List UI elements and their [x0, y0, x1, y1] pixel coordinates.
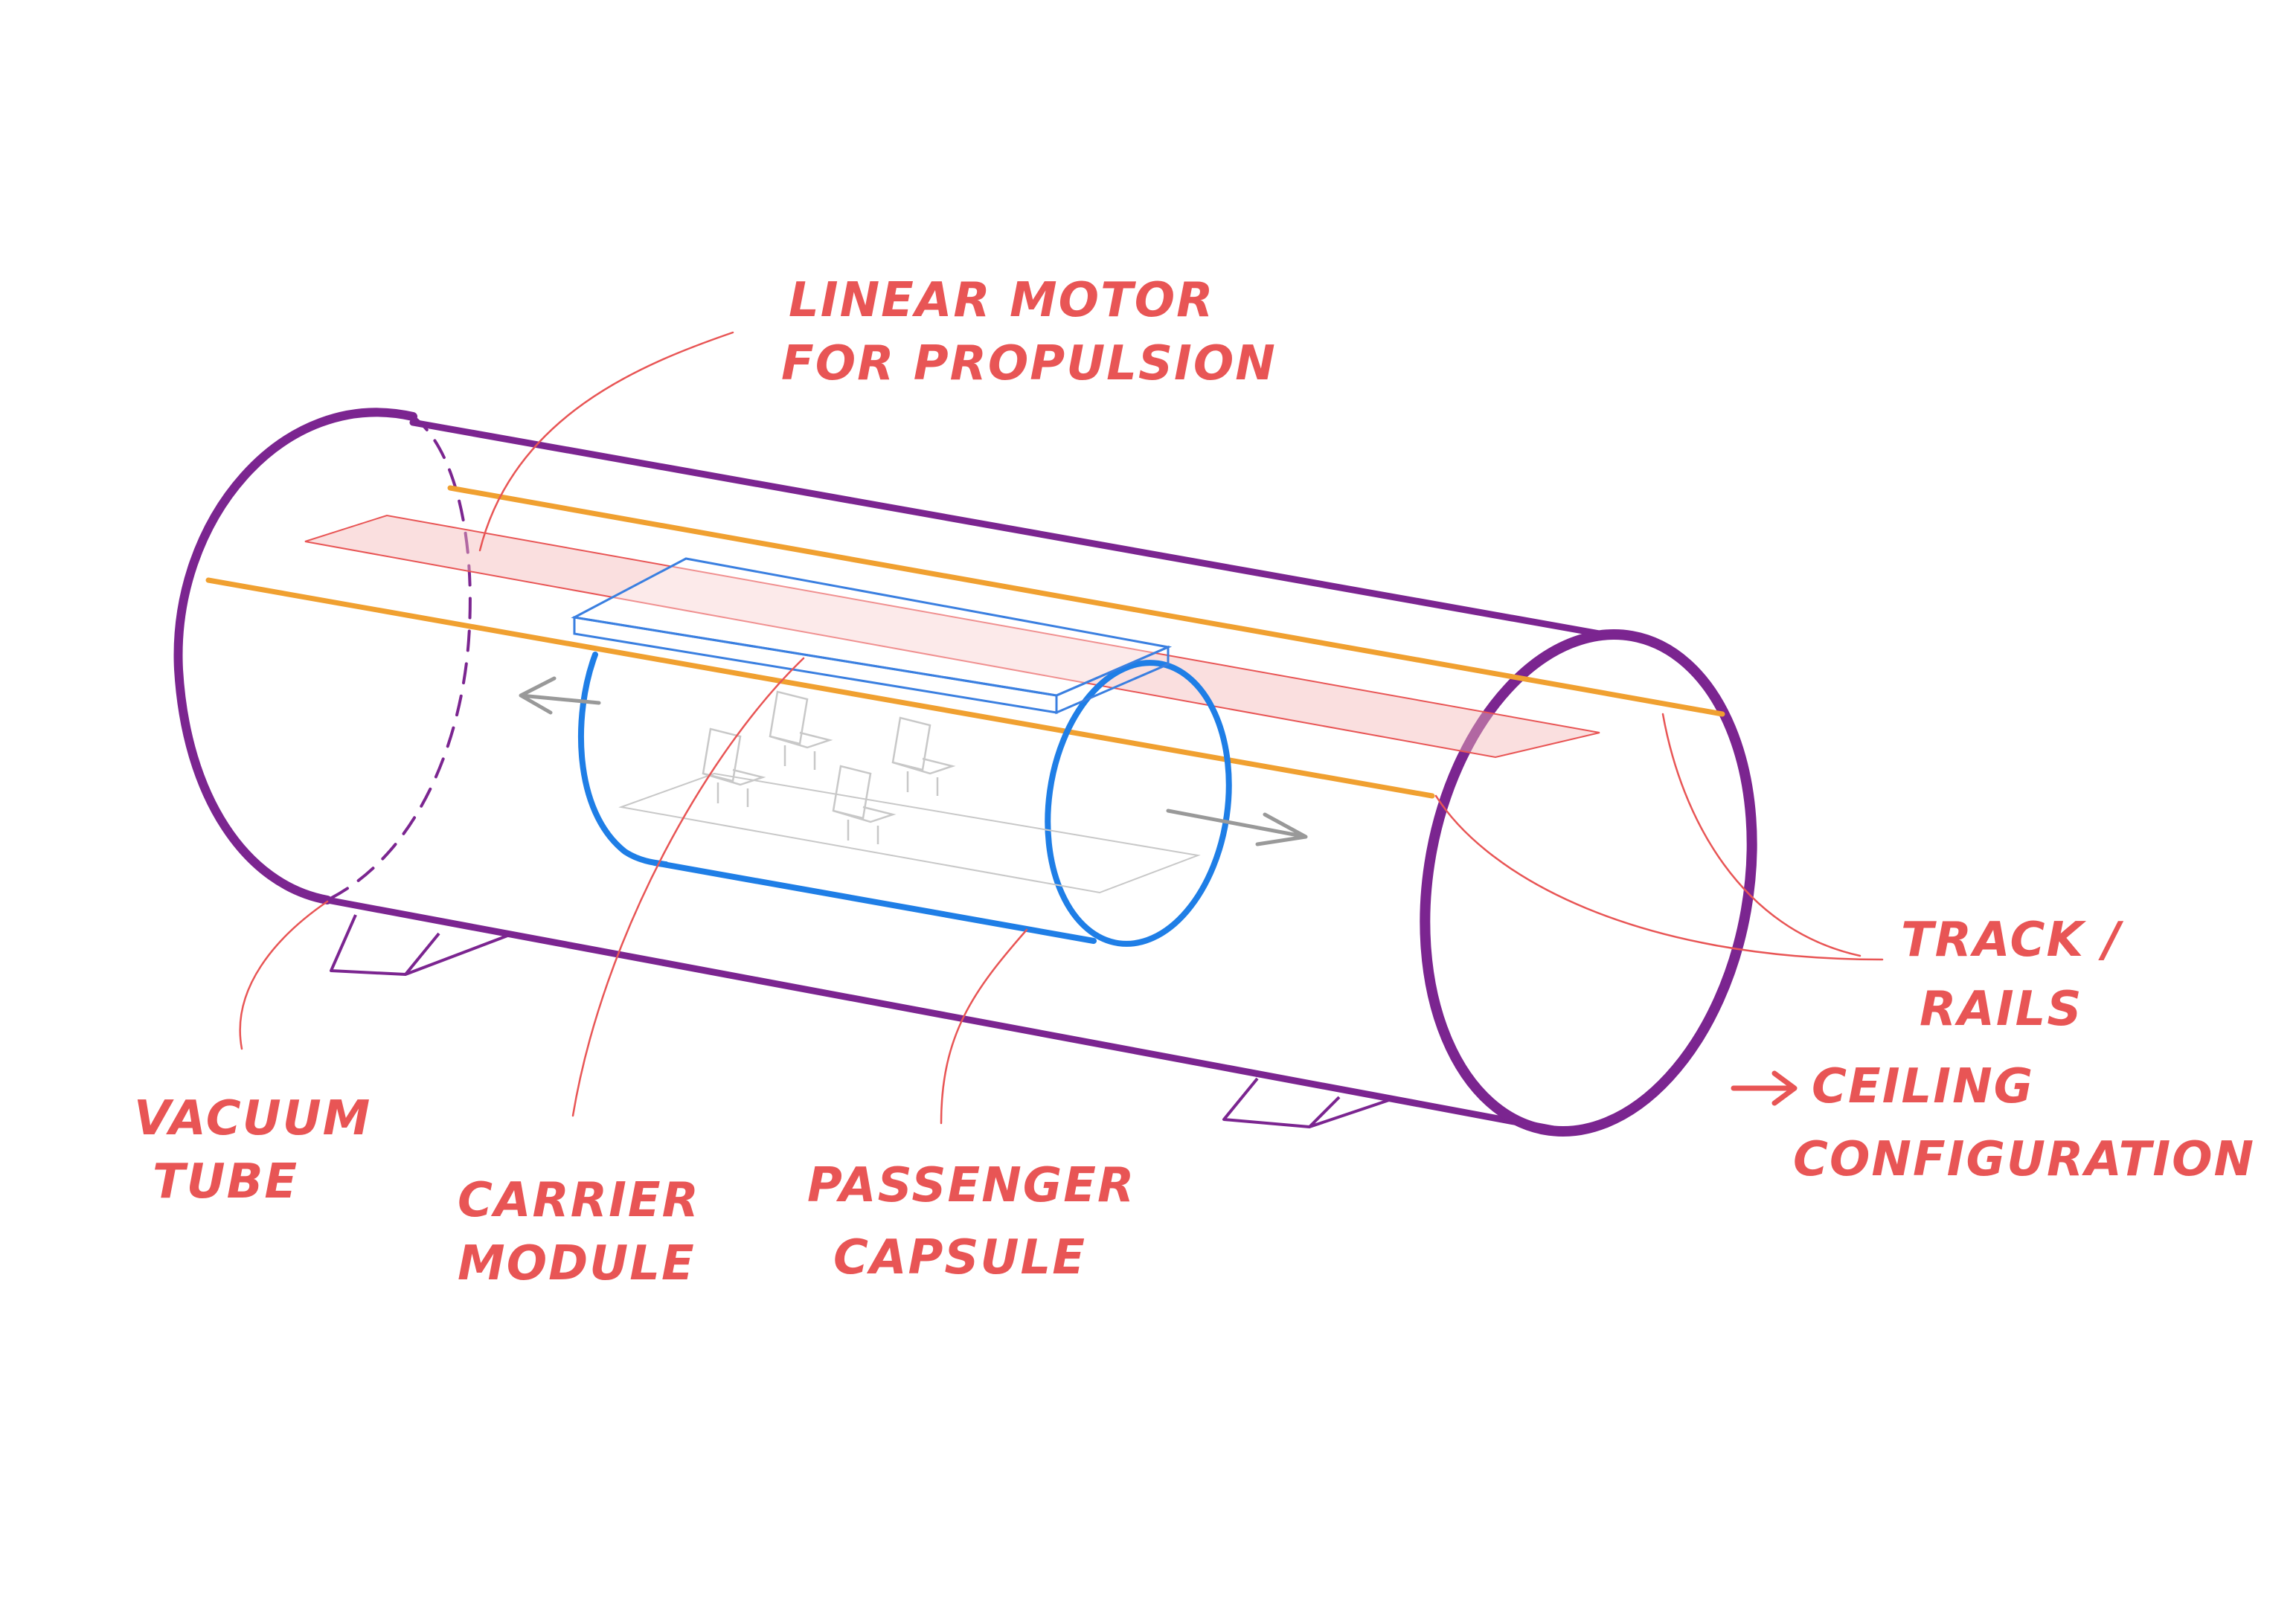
seat-icon: [891, 716, 956, 796]
vacuum-tube-bottom-edge: [324, 896, 1574, 1136]
label-linear-motor-line2: FOR PROPULSION: [781, 336, 1277, 391]
leader-linear-motor: [478, 331, 734, 552]
left-arrow-icon: [519, 676, 601, 715]
vacuum-tube-top-edge: [409, 419, 1603, 637]
passenger-capsule-bottom-edge: [652, 860, 1097, 944]
leader-track-rails-lower: [1434, 794, 1884, 961]
passenger-capsule-left-end: [577, 652, 669, 867]
passenger-capsule-right-end: [1045, 660, 1232, 947]
label-passenger-capsule-line1: PASSENGER: [807, 1158, 1135, 1213]
carrier-module: [571, 557, 1173, 715]
track-rail-upper: [447, 485, 1725, 717]
label-passenger-capsule: PASSENGER CAPSULE: [807, 1158, 1135, 1285]
label-linear-motor-line1: LINEAR MOTOR: [789, 273, 1214, 328]
label-ceiling-configuration-line2: CONFIGURATION: [1793, 1132, 2255, 1187]
label-passenger-capsule-line2: CAPSULE: [833, 1230, 1086, 1285]
seat-icon: [702, 727, 766, 807]
vacuum-tube-right-end: [1420, 629, 1757, 1137]
tube-support-left: [330, 914, 514, 976]
label-ceiling-configuration: CEILING CONFIGURATION: [1793, 1059, 2255, 1187]
ceiling-arrow-icon: [1731, 1070, 1798, 1106]
capsule-floor: [618, 772, 1201, 894]
label-track-rails-line1: TRACK /: [1901, 913, 2123, 968]
label-vacuum-tube-line1: VACUUM: [134, 1091, 371, 1146]
carrier-module-top: [571, 557, 1173, 697]
seat-icon: [832, 765, 897, 844]
vacuum-tube-left-end-front: [173, 408, 417, 904]
leader-track-rails-upper: [1661, 713, 1862, 957]
label-carrier-module-line1: CARRIER: [458, 1173, 700, 1228]
label-track-rails-line2: RAILS: [1920, 982, 2083, 1037]
label-track-rails: TRACK / RAILS: [1901, 913, 2123, 1037]
label-carrier-module: CARRIER MODULE: [458, 1173, 700, 1291]
seat-icon: [769, 690, 833, 770]
right-arrow-icon: [1166, 809, 1308, 846]
label-carrier-module-line2: MODULE: [458, 1236, 696, 1291]
leader-passenger-capsule: [940, 928, 1028, 1125]
passenger-capsule: [577, 652, 1232, 947]
leader-carrier-module: [571, 657, 805, 1117]
label-linear-motor: LINEAR MOTOR FOR PROPULSION: [781, 273, 1277, 391]
carrier-module-end: [1055, 645, 1170, 715]
vacuum-tube: [173, 408, 1757, 1137]
vacuum-tube-left-end-back: [326, 415, 472, 902]
tube-support-right: [1222, 1077, 1392, 1128]
label-vacuum-tube-line2: TUBE: [153, 1154, 298, 1209]
label-vacuum-tube: VACUUM TUBE: [134, 1091, 371, 1209]
annotation-leaders: [239, 331, 1884, 1125]
leader-vacuum-tube: [239, 900, 329, 1050]
label-ceiling-configuration-line1: CEILING: [1812, 1059, 2034, 1114]
